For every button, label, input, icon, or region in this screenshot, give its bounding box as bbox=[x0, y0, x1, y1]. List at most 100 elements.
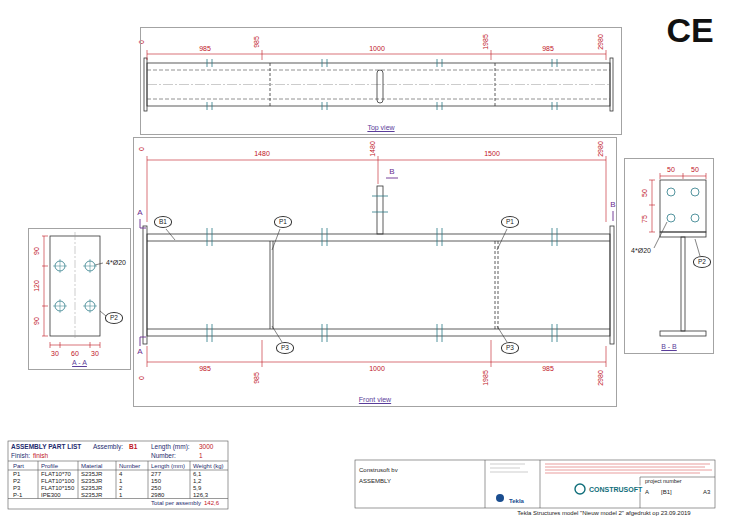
top-view-beam bbox=[144, 58, 613, 111]
table-cell: B1 bbox=[128, 444, 138, 451]
dimension-value: 985 bbox=[541, 45, 555, 52]
title-block-text: A3 bbox=[702, 489, 711, 495]
section-a-plate bbox=[42, 232, 100, 348]
table-cell: Profile bbox=[40, 463, 59, 469]
table-cell: FLAT10*70 bbox=[40, 471, 72, 477]
view-frame: B - B P2 bbox=[624, 158, 714, 354]
section-b-plate bbox=[660, 232, 706, 237]
callout-balloon: P2 bbox=[105, 312, 123, 323]
title-block bbox=[545, 464, 712, 473]
node-text: B1 bbox=[159, 218, 167, 225]
title-block bbox=[355, 460, 715, 508]
dimension-line bbox=[147, 50, 606, 367]
dimension-value: 1500 bbox=[483, 150, 501, 157]
section-letter: A bbox=[136, 348, 143, 356]
section-b-plate bbox=[691, 214, 699, 222]
logo-text: Tekla bbox=[508, 498, 525, 504]
front-view-beam bbox=[372, 196, 388, 212]
section-b-plate bbox=[681, 237, 685, 331]
dimension-value: 2980 bbox=[597, 140, 604, 158]
table-cell: S235JR bbox=[80, 478, 103, 484]
front-view-beam bbox=[377, 186, 383, 234]
dimension-value: 30 bbox=[50, 350, 60, 357]
dimension-value: 985 bbox=[253, 371, 260, 385]
dimension-value: 1480 bbox=[369, 140, 376, 158]
node-text: P1 bbox=[279, 218, 287, 225]
table-title: ASSEMBLY PART LIST bbox=[10, 444, 82, 451]
leader-line bbox=[95, 263, 106, 316]
dimension-value: 1985 bbox=[482, 369, 489, 387]
table-cell: 250 bbox=[150, 485, 162, 491]
callout-balloon: P2 bbox=[693, 256, 711, 267]
section-letter: A bbox=[136, 209, 143, 217]
section-b-plate bbox=[667, 188, 699, 222]
dimension-value: 2980 bbox=[597, 369, 604, 387]
dimension-value: 2980 bbox=[597, 33, 604, 51]
top-view-beam bbox=[147, 84, 610, 85]
dimension-value: 50 bbox=[641, 188, 648, 198]
table-cell: S235JR bbox=[80, 471, 103, 477]
table-cell: 142,6 bbox=[203, 500, 220, 506]
dimension-value: 0 bbox=[138, 146, 145, 152]
dimension-value: 1000 bbox=[368, 365, 386, 372]
dimension-value: 1985 bbox=[482, 33, 489, 51]
callout-balloon: P1 bbox=[274, 216, 292, 227]
section-b-plate bbox=[660, 331, 706, 336]
table-cell: S235JR bbox=[80, 485, 103, 491]
section-b-plate bbox=[649, 173, 706, 336]
node-text: B - B bbox=[661, 343, 677, 351]
dimension-value: 50 bbox=[690, 166, 700, 173]
dimension-value: 60 bbox=[70, 350, 80, 357]
section-a-plate bbox=[42, 236, 100, 348]
node-text: P3 bbox=[281, 344, 289, 351]
section-letter: B bbox=[609, 201, 616, 209]
section-b-plate bbox=[667, 214, 675, 222]
dimension-value: 50 bbox=[666, 166, 676, 173]
section-a-plate bbox=[53, 259, 97, 313]
node-text: Front view bbox=[359, 396, 391, 404]
table-cell: 2 bbox=[118, 485, 123, 491]
node-text: A - A bbox=[72, 359, 87, 367]
table-cell: 4 bbox=[118, 471, 123, 477]
front-view-beam bbox=[147, 241, 610, 329]
table-cell: 1 bbox=[118, 492, 123, 498]
dimension-value: 120 bbox=[33, 279, 40, 293]
callout-balloon: P3 bbox=[276, 342, 294, 353]
table-cell: P3 bbox=[12, 485, 21, 491]
dimension-line bbox=[147, 50, 606, 60]
dimension-value: 1000 bbox=[368, 45, 386, 52]
front-view-beam bbox=[207, 228, 557, 342]
title-block bbox=[485, 460, 715, 508]
table-cell: S235JR bbox=[80, 492, 103, 498]
top-view-beam bbox=[144, 58, 147, 111]
callout-balloon: P1 bbox=[501, 216, 519, 227]
dimension-value: 985 bbox=[541, 365, 555, 372]
node-text: P3 bbox=[506, 344, 514, 351]
top-view-beam bbox=[377, 70, 383, 103]
title-block-text: Construsoft bv bbox=[358, 467, 399, 473]
table-cell: 126,3 bbox=[192, 492, 209, 498]
table-cell: P1 bbox=[12, 471, 21, 477]
table-cell: 2980 bbox=[150, 492, 165, 498]
table-cell: Finish: bbox=[10, 453, 31, 460]
part-list-grid bbox=[8, 441, 228, 509]
table-cell: 5,9 bbox=[192, 485, 202, 491]
section-b-plate bbox=[649, 173, 706, 232]
hole-note: 4*Ø20 bbox=[105, 259, 127, 266]
dimension-line bbox=[147, 340, 606, 367]
logo-text: CONSTRUSOFT bbox=[588, 486, 643, 493]
dimension-value: 985 bbox=[198, 365, 212, 372]
table-cell: 3000 bbox=[198, 444, 214, 451]
front-view-beam bbox=[143, 226, 147, 344]
section-letter: B bbox=[388, 168, 395, 176]
table-cell: 150 bbox=[150, 478, 162, 484]
section-marker bbox=[140, 178, 613, 346]
table-cell: Number bbox=[118, 463, 141, 469]
part-list-grid bbox=[8, 461, 228, 499]
front-view-beam bbox=[495, 241, 498, 329]
table-cell: Number: bbox=[150, 453, 177, 460]
node-text: P2 bbox=[110, 314, 118, 321]
title-block bbox=[575, 484, 585, 494]
dimension-value: 985 bbox=[198, 45, 212, 52]
